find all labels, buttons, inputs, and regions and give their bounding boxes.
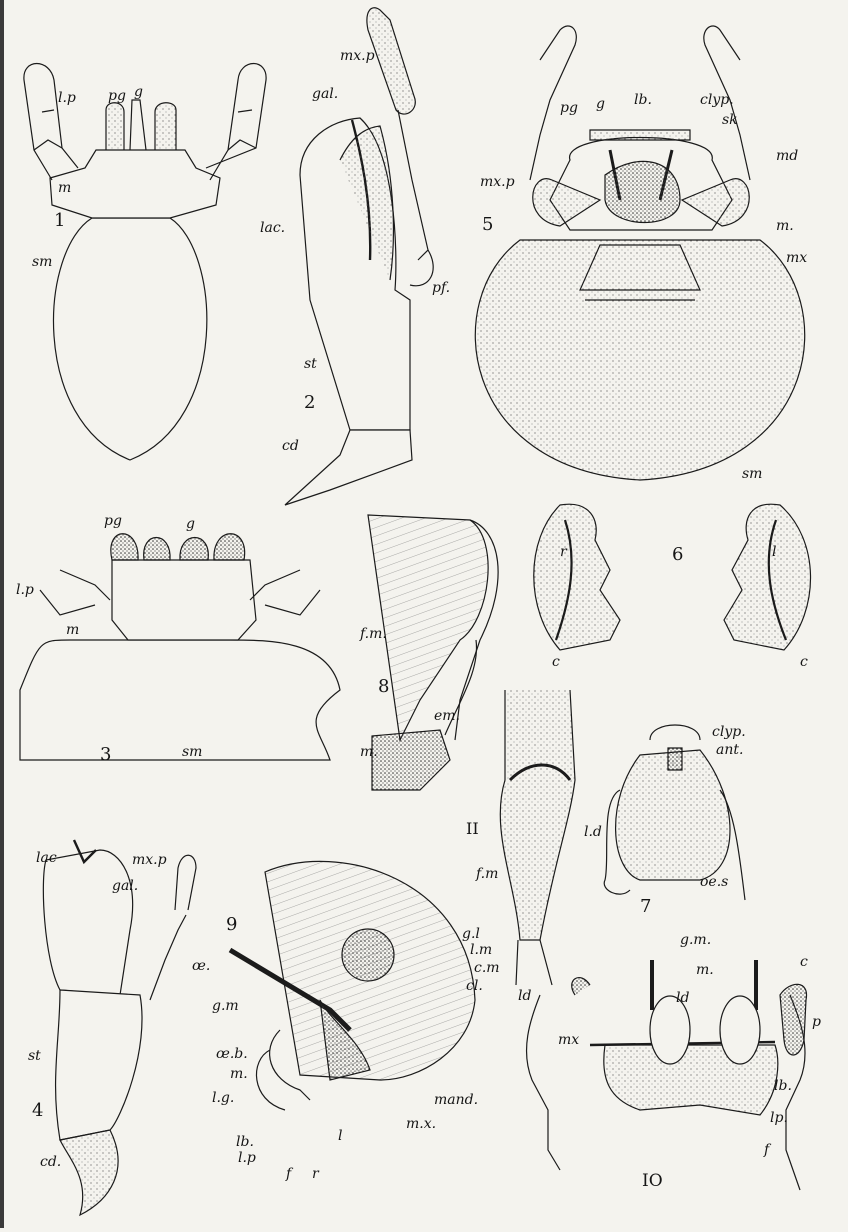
- fig10-label-c: c: [800, 954, 808, 970]
- fig1-label-pg: pg: [108, 88, 126, 104]
- fig9-label-oeb: œ.b.: [216, 1046, 248, 1062]
- fig9-number: 9: [226, 914, 237, 935]
- fig4-label-lac: lac: [36, 850, 57, 866]
- fig2-number: 2: [304, 392, 315, 413]
- fig4-label-cd: cd.: [40, 1154, 61, 1170]
- fig2-label-mxp: mx.p: [340, 48, 375, 64]
- fig8-number: 8: [378, 676, 389, 697]
- fig6-number: 6: [672, 544, 683, 565]
- fig5-label-clyp: clyp.: [700, 92, 734, 108]
- fig2-label-st: st: [304, 356, 317, 372]
- fig10-label-p: p: [812, 1014, 821, 1030]
- figure-11-lamina: [500, 690, 575, 985]
- fig8-label-fm: f.m.: [359, 626, 387, 642]
- fig4-label-gal: gal.: [112, 878, 138, 894]
- fig9-label-lb: lb.: [236, 1134, 254, 1150]
- fig10-label-ld: ld: [676, 990, 689, 1006]
- fig9-label-mx: m.x.: [406, 1116, 436, 1132]
- fig11-label-ld: l.d: [584, 824, 602, 840]
- fig5-label-mx: mx: [786, 250, 807, 266]
- fig5-label-sk: sk: [722, 112, 738, 128]
- fig9-label-lp: l.p: [238, 1150, 256, 1166]
- fig11-number: II: [466, 819, 479, 838]
- fig11-label-ld2: ld: [518, 988, 531, 1004]
- figure-4-maxilla: [43, 840, 196, 1215]
- figure-2-maxilla: [285, 8, 433, 505]
- fig5-label-lb: lb.: [634, 92, 652, 108]
- fig9-label-lg: l.g.: [212, 1090, 234, 1106]
- fig9-label-gm: g.m: [212, 998, 239, 1014]
- fig5-number: 5: [482, 214, 493, 235]
- fig5-label-g: g: [596, 96, 605, 112]
- fig10-label-mx: mx: [558, 1032, 579, 1048]
- fig10-label-f: f: [763, 1142, 772, 1158]
- fig10-number: IO: [642, 1171, 663, 1191]
- fig1-label-m: m: [58, 180, 71, 196]
- fig10-label-lb: lb.: [774, 1078, 792, 1094]
- fig5-label-mxp: mx.p: [480, 174, 515, 190]
- fig2-label-pf: pf.: [432, 280, 450, 296]
- fig9-label-m: m.: [230, 1066, 248, 1082]
- fig9-label-cm: c.m: [474, 960, 500, 976]
- fig9-label-r: r: [312, 1166, 320, 1182]
- fig6-label-c-left: c: [552, 654, 560, 670]
- fig9-label-cl: cl.: [466, 978, 483, 994]
- figure-3-labium-detail: [20, 534, 340, 760]
- fig2-label-gal: gal.: [312, 86, 338, 102]
- fig3-number: 3: [100, 744, 111, 765]
- fig3-label-sm: sm: [182, 744, 202, 760]
- fig6-label-l: l: [772, 544, 776, 560]
- fig1-number: 1: [54, 210, 65, 231]
- fig8-label-m: m.: [360, 744, 378, 760]
- figure-6-mandibles: [534, 504, 811, 650]
- figure-1-labium: [24, 64, 266, 461]
- fig6-label-c-right: c: [800, 654, 808, 670]
- fig9-label-mand: mand.: [434, 1092, 478, 1108]
- fig9-label-l: l: [338, 1128, 342, 1144]
- fig2-label-cd: cd: [282, 438, 299, 454]
- fig7-label-oes: oe.s: [700, 874, 728, 890]
- fig5-label-pg: pg: [560, 100, 578, 116]
- fig9-label-gl: g.l: [462, 926, 480, 942]
- fig9-label-fm: f.m: [475, 866, 498, 882]
- fig1-label-g: g: [134, 84, 143, 100]
- fig1-label-lp: l.p: [58, 90, 76, 106]
- fig5-label-md: md: [776, 148, 798, 164]
- fig8-label-em: em.: [434, 708, 460, 724]
- fig7-label-clyp: clyp.: [712, 724, 746, 740]
- fig3-label-lp: l.p: [16, 582, 34, 598]
- fig7-number: 7: [640, 896, 651, 917]
- plate-border: [0, 0, 4, 1228]
- fig3-label-m: m: [66, 622, 79, 638]
- fig10-label-m: m.: [696, 962, 714, 978]
- fig9-label-f: f: [285, 1166, 294, 1182]
- figure-9-section: [230, 861, 475, 1110]
- fig4-number: 4: [32, 1100, 43, 1121]
- fig3-label-g: g: [186, 516, 195, 532]
- fig2-label-lac: lac.: [260, 220, 285, 236]
- fig1-label-sm: sm: [32, 254, 52, 270]
- fig5-label-sm: sm: [742, 466, 762, 482]
- fig5-label-m: m.: [776, 218, 794, 234]
- fig4-label-mxp: mx.p: [132, 852, 167, 868]
- fig4-label-st: st: [28, 1048, 41, 1064]
- fig9-label-lm: l.m: [470, 942, 492, 958]
- fig7-label-ant: ant.: [716, 742, 743, 758]
- fig3-label-pg: pg: [104, 513, 122, 529]
- figure-8-muscles: [368, 515, 498, 790]
- fig10-label-lp: lp.: [770, 1110, 788, 1126]
- fig10-label-gm: g.m.: [680, 932, 711, 948]
- fig9-label-oe: œ.: [192, 958, 210, 974]
